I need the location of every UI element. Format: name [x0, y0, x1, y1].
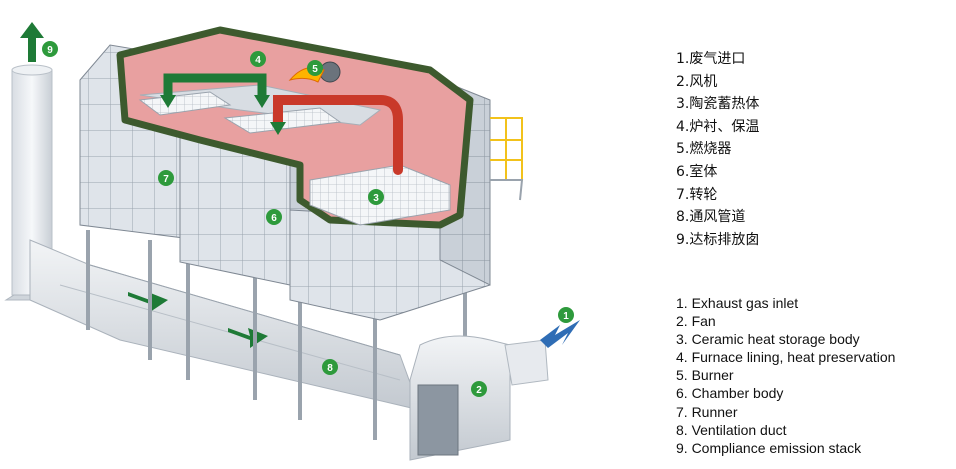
- legend-en-item: 4. Furnace lining, heat preservation: [676, 349, 896, 366]
- legend-en-item: 3. Ceramic heat storage body: [676, 331, 860, 348]
- internal-flow-arrows: [163, 73, 403, 175]
- badge-4: 4: [250, 51, 266, 67]
- legend-en-item: 1. Exhaust gas inlet: [676, 295, 799, 311]
- legend-english: 1. Exhaust gas inlet 2. Fan 3. Ceramic h…: [676, 294, 895, 457]
- down-arrow-icon: [160, 95, 286, 135]
- inlet-arrow-icon: [540, 320, 580, 348]
- legend-cn-item: 6.室体: [676, 163, 718, 180]
- svg-text:4: 4: [255, 55, 261, 66]
- svg-text:8: 8: [327, 363, 333, 374]
- legend-en-item: 6. Chamber body: [676, 385, 784, 402]
- badge-5: 5: [307, 60, 323, 76]
- legend-cn-item: 5.燃烧器: [676, 141, 732, 158]
- badge-1: 1: [558, 307, 574, 323]
- badge-9: 9: [42, 41, 58, 57]
- svg-text:7: 7: [163, 174, 169, 185]
- legend-en-item: 8. Ventilation duct: [676, 421, 787, 438]
- svg-text:9: 9: [47, 45, 53, 56]
- up-arrow-icon: [20, 22, 44, 62]
- legend-cn-item: 7.转轮: [676, 186, 718, 203]
- badge-7: 7: [158, 170, 174, 186]
- legend-en-item: 2. Fan: [676, 313, 716, 330]
- legend-cn-item: 3.陶瓷蓄热体: [676, 96, 760, 113]
- legend-en-item: 7. Runner: [676, 403, 738, 420]
- svg-text:1: 1: [563, 311, 569, 322]
- legend-cn-item: 4.炉衬、保温: [676, 118, 760, 135]
- legend-cn-item: 8.通风管道: [676, 209, 746, 226]
- legend-en-item: 5. Burner: [676, 367, 734, 384]
- svg-text:2: 2: [476, 385, 482, 396]
- badge-6: 6: [266, 209, 282, 225]
- legend-en-item: 9. Compliance emission stack: [676, 439, 862, 456]
- legend-chinese: 1.废气进口 2.风机 3.陶瓷蓄热体 4.炉衬、保温 5.燃烧器 6.室体 7…: [676, 48, 759, 251]
- legend-cn-item: 1.废气进口: [676, 51, 746, 67]
- fan: [409, 335, 549, 461]
- badge-3: 3: [368, 189, 384, 205]
- svg-text:3: 3: [373, 193, 379, 204]
- legend-cn-item: 2.风机: [676, 73, 718, 90]
- svg-text:6: 6: [271, 213, 277, 224]
- svg-text:5: 5: [312, 64, 318, 75]
- badge-8: 8: [322, 359, 338, 375]
- rto-system-diagram: 1 2 3 4 5 6 7 8 9: [4, 22, 580, 461]
- legend-cn-item: 9.达标排放囱: [676, 231, 760, 248]
- maintenance-platform: [490, 117, 524, 201]
- badge-2: 2: [471, 381, 487, 397]
